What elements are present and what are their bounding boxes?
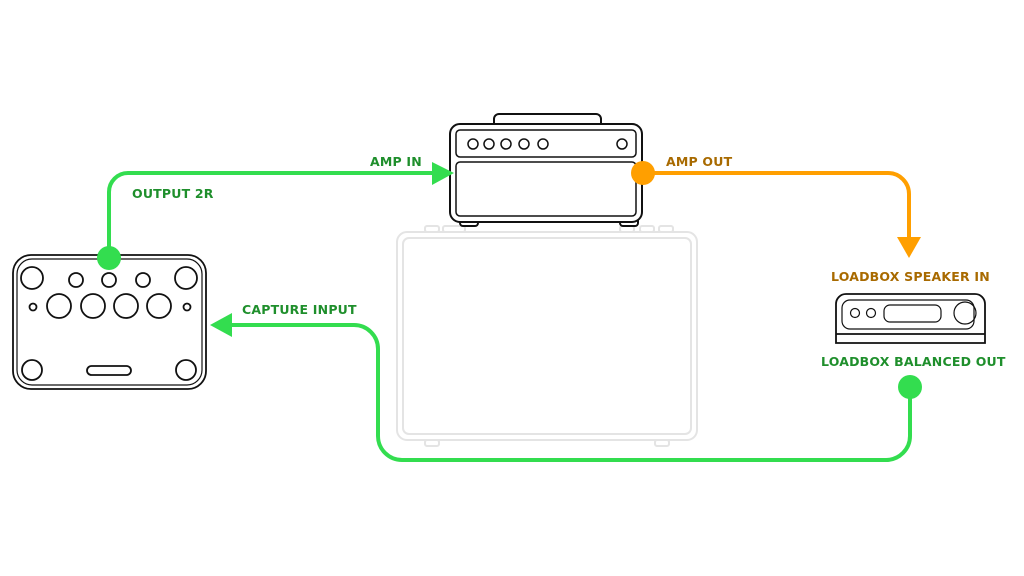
modeler-device [12, 254, 207, 390]
label-capture-input: CAPTURE INPUT [242, 302, 357, 317]
cable-amp-out-to-loadbox [643, 171, 911, 240]
arrow-loadbox-speaker-in [897, 237, 921, 258]
label-output-2r: OUTPUT 2R [132, 186, 214, 201]
output-2r-jack [97, 246, 121, 270]
case-outline [396, 225, 698, 447]
arrow-capture-input [210, 313, 232, 337]
amp-out-jack [631, 161, 655, 185]
label-amp-out: AMP OUT [666, 154, 733, 169]
label-loadbox-speaker-in: LOADBOX SPEAKER IN [831, 269, 990, 284]
label-loadbox-balanced-out: LOADBOX BALANCED OUT [821, 354, 1006, 369]
arrow-amp-in [432, 162, 454, 185]
amp-head [449, 113, 643, 227]
loadbox-balanced-out-jack [898, 375, 922, 399]
cable-output-to-amp-in [107, 171, 434, 258]
label-amp-in: AMP IN [370, 154, 422, 169]
cable-loadbox-to-capture-input [230, 323, 912, 462]
loadbox-device [835, 293, 986, 344]
